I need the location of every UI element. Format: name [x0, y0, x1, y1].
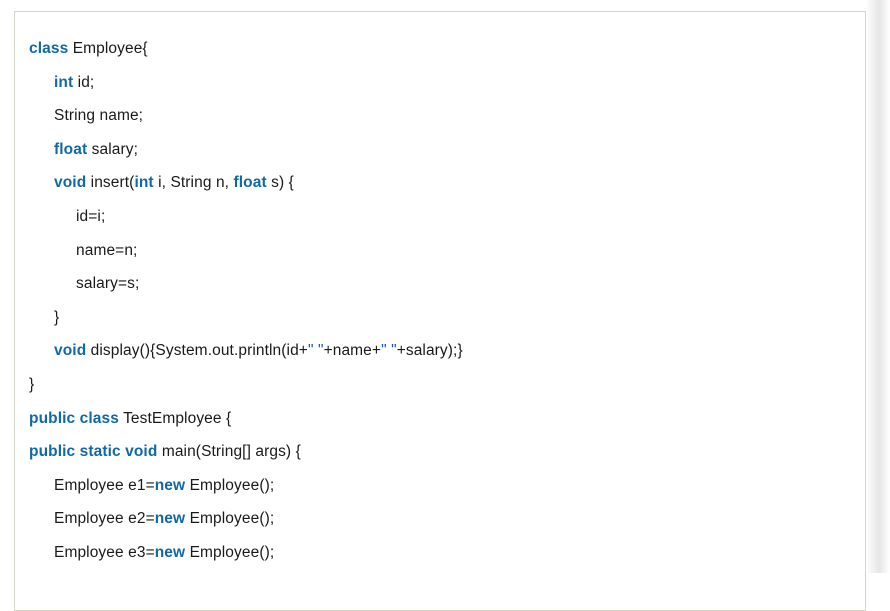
code-line-list: class Employee{int id;String name;float … — [29, 32, 855, 570]
code-text: String name; — [54, 107, 144, 125]
code-line: public class TestEmployee { — [29, 402, 855, 436]
page-edge-shadow — [866, 0, 890, 573]
code-text: Employee e2= — [54, 510, 155, 528]
code-text: } — [29, 375, 35, 393]
code-line: class Employee{ — [29, 32, 855, 66]
code-text: Employee e1= — [54, 476, 155, 494]
code-text: +name+ — [323, 342, 382, 360]
code-string-literal: " " — [381, 342, 397, 360]
code-text: insert( — [86, 174, 135, 192]
code-line: void display(){System.out.println(id+" "… — [29, 334, 855, 368]
code-keyword: class — [29, 40, 69, 57]
code-text: i, String n, — [153, 174, 234, 192]
code-line: public static void main(String[] args) { — [29, 435, 855, 469]
code-text: main(String[] args) { — [157, 443, 301, 461]
code-line: void insert(int i, String n, float s) { — [29, 166, 855, 200]
page-root: class Employee{int id;String name;float … — [14, 0, 890, 611]
code-line: id=i; — [29, 200, 855, 234]
code-text: salary; — [87, 140, 138, 158]
code-text: id; — [73, 73, 95, 91]
code-line: Employee e1=new Employee(); — [29, 469, 855, 503]
code-line: int id; — [29, 66, 855, 100]
code-line: salary=s; — [29, 267, 855, 301]
code-text: display(){System.out.println(id+ — [86, 342, 308, 360]
code-string-literal: " " — [307, 342, 324, 360]
code-text: Employee{ — [68, 40, 148, 57]
code-keyword: new — [154, 476, 186, 494]
code-keyword: int — [54, 73, 74, 91]
code-text: Employee(); — [185, 543, 275, 561]
code-keyword: void — [54, 174, 87, 192]
code-line: } — [29, 368, 855, 402]
code-line: name=n; — [29, 234, 855, 268]
code-keyword: new — [154, 510, 186, 528]
code-text: salary=s; — [76, 275, 140, 293]
code-keyword: float — [233, 174, 267, 192]
code-line: Employee e3=new Employee(); — [29, 536, 855, 570]
code-text: +salary);} — [396, 342, 463, 360]
code-keyword: void — [54, 342, 87, 360]
code-text: s) { — [266, 174, 294, 192]
code-text: Employee(); — [185, 510, 275, 528]
code-text: TestEmployee { — [118, 409, 232, 427]
code-text: Employee(); — [185, 476, 275, 494]
code-line: float salary; — [29, 133, 855, 167]
code-text: Employee e3= — [54, 543, 155, 561]
code-line: } — [29, 301, 855, 335]
code-line: Employee e2=new Employee(); — [29, 502, 855, 536]
code-block: class Employee{int id;String name;float … — [14, 11, 866, 611]
code-line: String name; — [29, 99, 855, 133]
code-keyword: int — [134, 174, 154, 192]
code-keyword: new — [154, 543, 186, 561]
code-keyword: public static void — [29, 443, 158, 461]
code-text: id=i; — [76, 207, 106, 225]
code-text: } — [54, 308, 60, 326]
code-text: name=n; — [76, 241, 138, 259]
code-keyword: public class — [29, 409, 119, 427]
code-keyword: float — [54, 140, 88, 158]
